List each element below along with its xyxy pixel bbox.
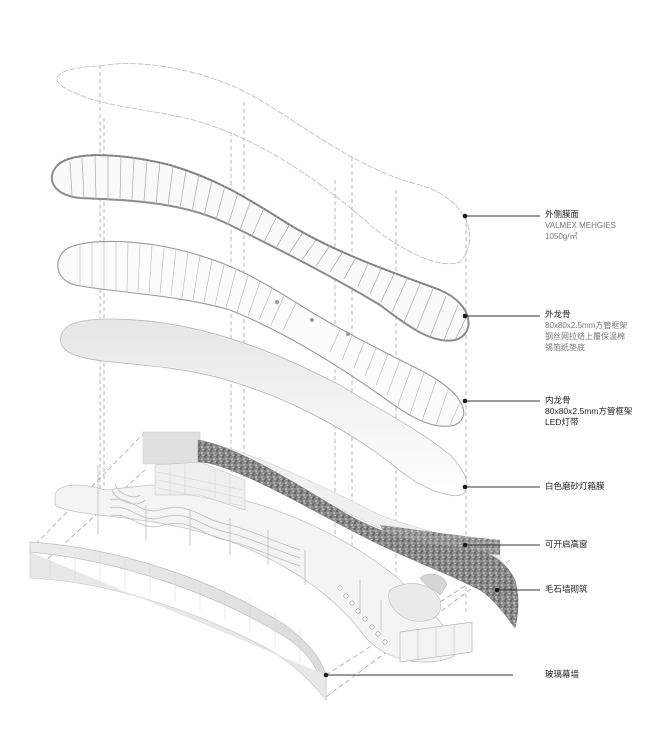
label-openable-window: 可开启高窗 [545,539,588,550]
outer-keel-frame [50,154,470,342]
label-title: 玻璃幕墙 [545,669,580,679]
ground-floor-model [29,431,511,701]
label-line: 钢丝网拉结上覆保温棉 [545,332,625,341]
label-line: 80x80x2.5mm方管框架 [545,406,633,416]
label-title: 可开启高窗 [545,539,588,549]
label-title: 白色磨砂灯箱膜 [545,481,605,491]
label-outer-keel: 外龙骨 80x80x2.5mm方管框架 钢丝网拉结上覆保温棉 锡箔纸垫底 [545,309,627,353]
label-title: 内龙骨 [545,395,571,405]
label-line: 80x80x2.5mm方管框架 [545,321,628,330]
rubble-stone-wall [197,439,519,629]
label-glass-curtain-wall: 玻璃幕墙 [545,669,579,680]
lightbox-film-surface [60,318,468,497]
label-line: 锡箔纸垫底 [545,343,585,352]
label-inner-keel: 内龙骨 80x80x2.5mm方管框架 LED灯带 [545,395,632,428]
label-rubble-wall: 毛石墙砌筑 [545,584,588,595]
label-line: VALMEX MEHGIES [545,221,616,230]
label-title: 毛石墙砌筑 [545,584,588,594]
label-line: 1050g/㎡ [545,232,578,241]
inner-keel-frame [57,240,465,427]
label-outer-membrane: 外侧膜面 VALMEX MEHGIES 1050g/㎡ [545,209,616,242]
label-line: LED灯带 [545,417,579,427]
leader-lines [326,215,540,676]
label-lightbox-film: 白色磨砂灯箱膜 [545,481,605,492]
outer-membrane-outline [56,63,471,265]
label-title: 外侧膜面 [545,209,580,219]
leader-dots [323,213,500,678]
label-title: 外龙骨 [545,309,571,319]
